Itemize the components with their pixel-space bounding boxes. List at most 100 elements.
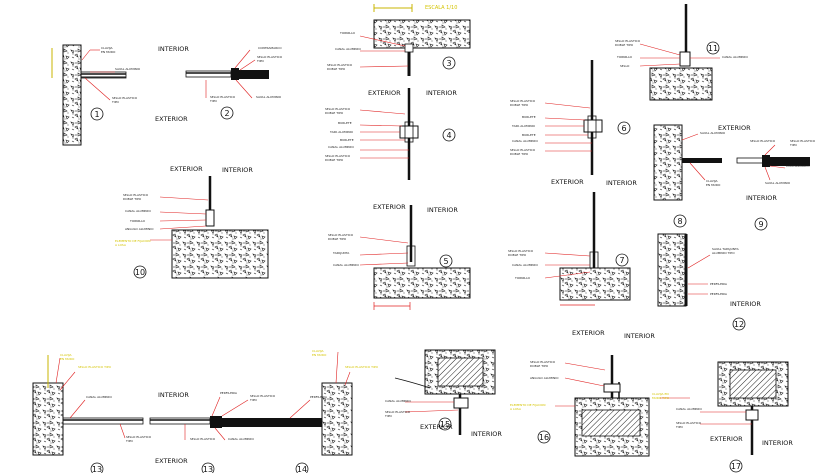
svg-text:DOBLE TIPO: DOBLE TIPO (328, 237, 347, 241)
svg-text:CONTRAMARCO: CONTRAMARCO (258, 46, 282, 50)
svg-text:SELLO ELASTICO: SELLO ELASTICO (327, 63, 353, 67)
svg-text:SELLO ELASTICO: SELLO ELASTICO (190, 437, 216, 441)
svg-text:BURLETE: BURLETE (522, 115, 536, 119)
svg-text:TIPO: TIPO (111, 100, 120, 104)
svg-text:SELLO ELASTICO: SELLO ELASTICO (325, 107, 351, 111)
detail-9: SELLO ELASTICO SELLO ELASTICO TIPO CONTR… (736, 139, 816, 231)
svg-text:TIPO: TIPO (249, 398, 258, 402)
svg-text:TORNILLO: TORNILLO (514, 276, 531, 280)
svg-text:DOBLE TIPO: DOBLE TIPO (615, 43, 634, 47)
exterior-label: EXTERIOR (373, 203, 406, 211)
svg-text:EN MURO: EN MURO (60, 357, 75, 361)
svg-text:BURLETE: BURLETE (338, 121, 352, 125)
svg-text:CLAVIJA: CLAVIJA (312, 349, 324, 353)
detail-10: SELLO ELASTICO DOBLE TIPO CANAL ALUMINIO… (115, 176, 269, 279)
svg-text:ELEMENTO DE FIJACION: ELEMENTO DE FIJACION (510, 403, 546, 407)
svg-text:TIPO: TIPO (384, 414, 393, 418)
detail-number: 9 (758, 220, 763, 229)
svg-text:TORNILLO: TORNILLO (129, 219, 146, 223)
interior-label: INTERIOR (158, 45, 189, 53)
detail-5: SELLO ELASTICO DOBLE TIPO TAPAJUNTA CANA… (328, 205, 471, 310)
svg-text:SELLO ELASTICO TIPO: SELLO ELASTICO TIPO (345, 365, 379, 369)
detail-12: SAVAL TAPAJUNTA ALUMINIO TIPO PERFILERIA… (657, 233, 746, 331)
svg-text:SELLO ELASTICO: SELLO ELASTICO (250, 394, 276, 398)
svg-text:SELLO ELASTICO: SELLO ELASTICO (123, 193, 149, 197)
detail-11: SELLO ELASTICO DOBLE TIPO TORNILLO SELLO… (615, 4, 748, 101)
svg-text:DOBLE TIPO: DOBLE TIPO (508, 253, 527, 257)
detail-number: 6 (621, 124, 626, 133)
svg-text:A LOSA: A LOSA (115, 243, 127, 247)
interior-label: INTERIOR (426, 89, 457, 97)
detail-number: 15 (440, 420, 450, 429)
svg-text:SELLO: SELLO (620, 64, 630, 68)
svg-text:ELEMENTO DE FIJACION: ELEMENTO DE FIJACION (115, 239, 151, 243)
detail-number: 13 (203, 465, 213, 473)
detail-6: SELLO ELASTICO DOBLE TIPO BURLETE TAPA A… (510, 60, 631, 175)
detail-number: 16 (539, 433, 549, 442)
svg-text:CANAL ALUMINIO: CANAL ALUMINIO (335, 47, 361, 51)
detail-7: SELLO ELASTICO DOBLE TIPO CANAL ALUMINIO… (508, 192, 631, 306)
detail-2: CONTRAMARCO SELLO ELASTICO TIPO SELLO EL… (185, 46, 283, 120)
svg-text:TAPA ALUMINIO: TAPA ALUMINIO (511, 124, 536, 128)
svg-text:SELLO ELASTICO: SELLO ELASTICO (750, 139, 776, 143)
svg-text:PERFILERIA: PERFILERIA (710, 282, 728, 286)
svg-text:EN MURO: EN MURO (312, 353, 327, 357)
svg-text:CONTRAMARCO: CONTRAMARCO (786, 164, 810, 168)
svg-text:BURLETE: BURLETE (522, 133, 536, 137)
svg-text:CANAL ALUMINIO: CANAL ALUMINIO (385, 399, 411, 403)
interior-label: INTERIOR (624, 332, 655, 340)
svg-text:SELLO ELASTICO: SELLO ELASTICO (790, 139, 816, 143)
detail-number: 13 (92, 465, 102, 473)
detail-17: CANAL ALUMINIO SELLO ELASTICO TIPO CLAVI… (652, 361, 789, 473)
detail-13: CLAVIJA EN MURO SELLO ELASTICO TIPO CANA… (32, 353, 152, 456)
detail-number: 8 (677, 217, 682, 226)
svg-text:EN MURO: EN MURO (101, 50, 116, 54)
svg-text:PERFILERIA: PERFILERIA (310, 395, 328, 399)
exterior-label: EXTERIOR (551, 178, 584, 186)
interior-label: INTERIOR (746, 194, 777, 202)
svg-text:SELLO ELASTICO: SELLO ELASTICO (510, 99, 536, 103)
svg-text:TIPO: TIPO (125, 439, 134, 443)
interior-label: INTERIOR (471, 430, 502, 438)
svg-text:MURO TIPO: MURO TIPO (652, 396, 670, 400)
svg-text:CANAL ALUMINIO: CANAL ALUMINIO (722, 55, 748, 59)
detail-number: 5 (443, 257, 448, 266)
interior-label: INTERIOR (762, 439, 793, 447)
svg-text:DOBLE TIPO: DOBLE TIPO (123, 197, 142, 201)
svg-text:TORNILLO: TORNILLO (339, 31, 356, 35)
svg-text:SELLO ELASTICO: SELLO ELASTICO (328, 233, 354, 237)
svg-text:TIPO: TIPO (675, 425, 684, 429)
detail-16: SELLO ELASTICO DOBLE TIPO ANGULO ALUMINI… (510, 355, 650, 457)
interior-label: INTERIOR (606, 179, 637, 187)
svg-text:TAPA ALUMINIO: TAPA ALUMINIO (329, 130, 354, 134)
svg-text:SELLO ELASTICO: SELLO ELASTICO (530, 360, 556, 364)
svg-text:SELLO ELASTICO: SELLO ELASTICO (257, 55, 283, 59)
svg-text:PERFILERIA: PERFILERIA (220, 391, 238, 395)
svg-text:ALUMINIO TIPO: ALUMINIO TIPO (712, 251, 735, 255)
detail-4: SELLO ELASTICO DOBLE TIPO BURLETE TAPA A… (325, 88, 456, 180)
svg-text:SELLO ELASTICO: SELLO ELASTICO (510, 148, 536, 152)
detail-3: TORNILLO CANAL ALUMINIO SELLO ELASTICO D… (327, 4, 471, 76)
svg-text:SAVAL ALUMINIO: SAVAL ALUMINIO (256, 95, 282, 99)
detail-number: 1 (94, 110, 99, 119)
detail-number: 10 (135, 268, 145, 277)
svg-text:TIPO: TIPO (209, 99, 218, 103)
svg-text:CANAL ALUMINIO: CANAL ALUMINIO (86, 395, 112, 399)
svg-text:TAPAJUNTA: TAPAJUNTA (332, 251, 350, 255)
svg-text:CANAL ALUMINIO: CANAL ALUMINIO (328, 145, 354, 149)
interior-label: INTERIOR (158, 391, 189, 399)
exterior-label: EXTERIOR (718, 124, 751, 132)
svg-text:TIPO: TIPO (789, 143, 798, 147)
svg-text:CANAL ALUMINIO: CANAL ALUMINIO (333, 263, 359, 267)
svg-text:BURLETE: BURLETE (340, 138, 354, 142)
detail-8: SAVAL ALUMINIO CLAVIJA EN MURO 8 (653, 124, 726, 228)
interior-label: INTERIOR (427, 206, 458, 214)
svg-text:CLAVIJA: CLAVIJA (60, 353, 72, 357)
detail-number: 2 (224, 109, 229, 118)
svg-text:ANGULO ALUMINIO: ANGULO ALUMINIO (530, 376, 559, 380)
svg-text:CANAL ALUMINIO: CANAL ALUMINIO (512, 139, 538, 143)
detail-number: 11 (708, 44, 718, 53)
svg-text:SELLO ELASTICO: SELLO ELASTICO (385, 410, 411, 414)
